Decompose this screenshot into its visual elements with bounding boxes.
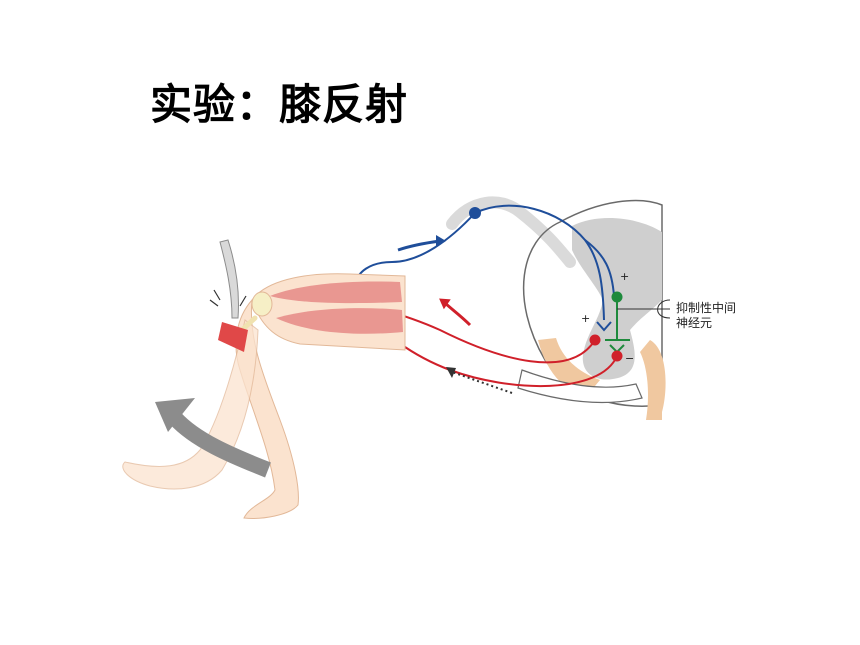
interneuron-label-bracket: [657, 299, 671, 319]
sensory-axon-to-cord: [474, 204, 605, 321]
sensory-branch-to-interneuron: [584, 239, 615, 297]
leg: [122, 273, 406, 519]
movement-arrow-icon: [169, 412, 271, 478]
interneuron-axon: [605, 297, 630, 341]
arrows: [155, 235, 513, 478]
inhibition-arrowhead: [446, 367, 456, 378]
hammer-handle: [219, 239, 239, 319]
motor-arrow: [442, 300, 472, 327]
patellar-tendon: [239, 315, 258, 333]
sensory-axon-to-muscle: [354, 212, 476, 286]
interneuron-label-line2: 神经元: [676, 316, 712, 330]
dorsal-root-ganglion-left: [538, 338, 600, 398]
sensory-nerve-sheath: [446, 196, 576, 268]
movement-arrowhead: [155, 398, 195, 432]
impact-marks: [209, 289, 247, 307]
slide-title: 实验：膝反射: [150, 80, 409, 129]
patella: [251, 291, 273, 317]
ventral-root-right: [640, 340, 666, 420]
sensory-cell-body: [469, 207, 481, 219]
inhibition-arrow: [451, 371, 513, 394]
reflex-hammer-icon: [209, 239, 248, 352]
sensory-arrowhead: [436, 235, 446, 247]
sign-plus-interneuron: +: [620, 270, 629, 283]
hammer-head: [218, 322, 248, 352]
sign-minus-motor: −: [625, 352, 634, 365]
interneuron-label-line1: 抑制性中间: [676, 300, 736, 315]
root-sleeve: [517, 369, 643, 404]
sensory-neuron: [344, 196, 615, 332]
hamstring-muscle: [276, 308, 403, 334]
quadriceps-muscle: [270, 281, 402, 304]
sensory-synapse-terminal: [596, 321, 612, 332]
sign-plus-motor: +: [581, 312, 590, 325]
motor-arrowhead: [439, 298, 451, 310]
